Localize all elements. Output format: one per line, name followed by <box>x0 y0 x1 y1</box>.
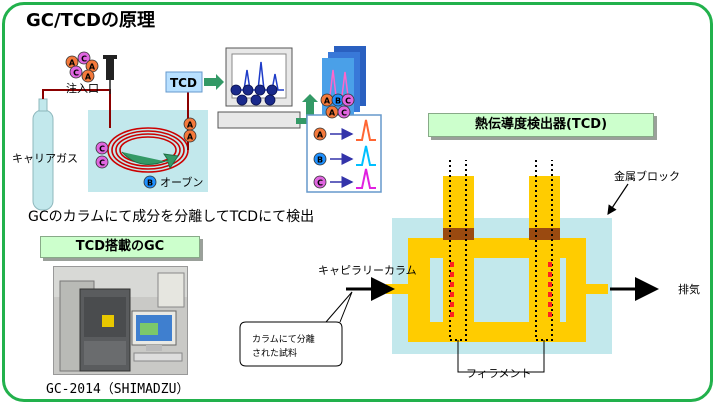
tcd-detector-title: 熱伝導度検出器(TCD) <box>428 113 654 137</box>
gc-instrument-photo <box>53 266 188 375</box>
component-a-letter: A <box>187 121 194 130</box>
tcd-box-label: TCD <box>170 76 197 90</box>
component-a-letter: A <box>187 133 194 142</box>
component-a-marker <box>313 127 327 141</box>
tcd-to-pc-arrow <box>204 74 224 90</box>
component-c-marker <box>95 155 109 169</box>
tcd-box <box>165 71 203 93</box>
component-b-marker <box>236 94 248 106</box>
component-a-letter: A <box>69 59 76 68</box>
block-gap-center-right <box>560 258 566 322</box>
component-b-letter: B <box>147 179 153 188</box>
metal-block-label: 金属ブロック <box>614 169 680 183</box>
gc-instrument-illustration <box>54 267 187 374</box>
component-a-letter: A <box>317 131 324 140</box>
component-a-marker <box>183 129 197 143</box>
gc-with-tcd-label: TCD搭載のGC <box>40 236 200 258</box>
rotation-arrow-icon <box>121 151 179 170</box>
component-c-letter: C <box>341 109 347 118</box>
component-b-marker <box>254 84 266 96</box>
metal-block-pointer <box>607 183 629 215</box>
filament-outlines <box>449 160 553 341</box>
component-a-letter: A <box>85 73 92 82</box>
component-b-marker <box>250 94 262 106</box>
component-b-letter: B <box>335 97 341 106</box>
injection-port-label: 注入口 <box>66 81 99 95</box>
component-b-marker <box>242 84 254 96</box>
filament-bracket <box>457 340 545 373</box>
carrier-gas-label: キャリアガス <box>12 152 78 165</box>
process-caption: GCのカラムにて成分を分離してTCDにて検出 <box>28 209 315 225</box>
oven-label: オーブン <box>160 175 203 189</box>
component-a-letter: A <box>89 63 96 72</box>
syringe-icon <box>103 55 117 94</box>
gas-cylinder-icon <box>32 98 54 211</box>
component-c-letter: C <box>317 179 323 188</box>
seal-left <box>443 228 474 240</box>
component-c-marker <box>337 105 351 119</box>
peak-c <box>356 168 376 189</box>
component-b-marker <box>264 94 276 106</box>
component-c-letter: C <box>99 145 105 154</box>
component-c-marker <box>313 175 327 189</box>
gas-channels <box>386 176 608 342</box>
block-gap-left <box>474 258 529 322</box>
sample-callout <box>239 291 353 367</box>
block-gap-center-left <box>430 258 443 322</box>
component-c-letter: C <box>73 69 79 78</box>
gc-model-caption: GC-2014（SHIMADZU） <box>46 382 190 397</box>
component-a-marker <box>81 69 95 83</box>
separated-sample-line2: された試料 <box>252 347 297 359</box>
component-b-marker <box>143 175 157 189</box>
filament-label: フィラメント <box>466 367 531 380</box>
seal-right <box>529 228 560 240</box>
capillary-column-label: キャピラリーカラム <box>318 264 417 277</box>
component-c-marker <box>77 51 91 65</box>
component-a-letter: A <box>324 97 331 106</box>
component-c-marker <box>95 141 109 155</box>
component-a-letter: A <box>329 109 336 118</box>
peak-b <box>356 145 376 166</box>
peak-a <box>356 119 376 141</box>
component-b-marker <box>266 84 278 96</box>
separated-sample-line1: カラムにて分離 <box>252 333 315 345</box>
component-c-letter: C <box>81 55 87 64</box>
exhaust-label: 排気 <box>678 282 700 296</box>
component-b-marker <box>230 84 242 96</box>
diagram-title: GC/TCDの原理 <box>26 10 155 31</box>
component-c-marker <box>341 93 355 107</box>
component-c-marker <box>69 65 83 79</box>
component-b-letter: B <box>317 156 323 165</box>
component-b-marker <box>313 152 327 166</box>
component-c-letter: C <box>345 97 351 106</box>
component-c-letter: C <box>99 159 105 168</box>
carrier-gas-line <box>42 89 111 128</box>
